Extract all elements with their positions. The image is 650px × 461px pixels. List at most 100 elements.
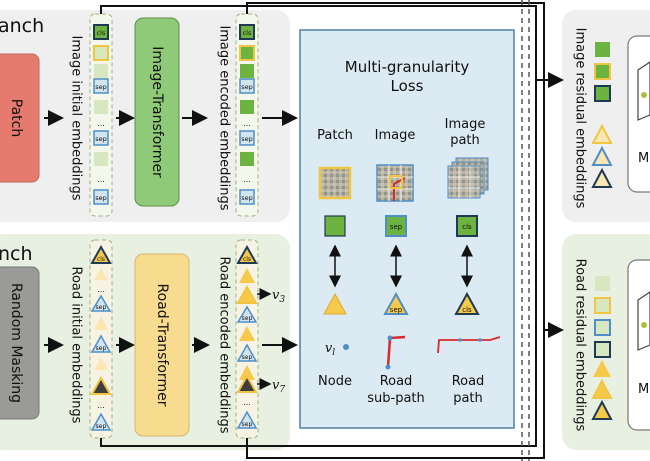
ellipsis: ... bbox=[243, 119, 251, 128]
residual-token bbox=[594, 85, 611, 102]
road-token bbox=[94, 357, 108, 370]
residual-token bbox=[593, 360, 611, 377]
ellipsis: ... bbox=[97, 401, 105, 410]
map-icon bbox=[637, 291, 650, 351]
masked-road-token bbox=[236, 373, 258, 393]
sep-token bbox=[93, 130, 109, 146]
residual-token bbox=[594, 341, 611, 358]
image-residual-tokens bbox=[591, 42, 613, 188]
map-icon bbox=[637, 61, 650, 121]
image-path-header-line1: Image bbox=[445, 117, 486, 132]
patch-token bbox=[94, 152, 108, 166]
image-branch-title: anch bbox=[0, 15, 44, 37]
residual-connection-road bbox=[246, 2, 545, 459]
sep-token bbox=[90, 294, 112, 312]
image-encoded-embeddings-label: Image encoded embeddings bbox=[217, 25, 232, 210]
patch-satellite-image bbox=[318, 166, 352, 200]
sep-token-label: sep bbox=[242, 421, 253, 428]
residual-token bbox=[591, 145, 613, 166]
patch-token bbox=[240, 100, 254, 114]
vl-label: vl bbox=[325, 341, 335, 358]
road-path-label-line1: Road bbox=[452, 374, 485, 389]
road-encoded-embeddings-label: Road encoded embeddings bbox=[217, 256, 232, 433]
road-path-drawing bbox=[437, 336, 501, 354]
road-path-label-line2: path bbox=[453, 391, 483, 406]
image-path-cls-label: cls bbox=[462, 223, 472, 231]
residual-connection-image bbox=[100, 5, 537, 447]
image-output-card bbox=[627, 35, 650, 193]
road-encoded-tokens: cls sep sep ... sep bbox=[236, 244, 258, 429]
road-sep-label: sep bbox=[390, 306, 403, 314]
road-node bbox=[385, 364, 391, 370]
residual-token bbox=[591, 123, 613, 144]
cls-token bbox=[93, 24, 109, 40]
road-path-cls-token bbox=[454, 291, 480, 315]
image-sep-token bbox=[385, 215, 407, 237]
cls-token-label: cls bbox=[243, 29, 252, 37]
random-masking-label: Random Masking bbox=[8, 283, 24, 403]
road-initial-embeddings-label: Road initial embeddings bbox=[69, 267, 84, 424]
sep-token-label: sep bbox=[95, 83, 107, 91]
image-residual-embeddings-label: Image residual embeddings bbox=[573, 28, 588, 209]
cls-token bbox=[90, 244, 112, 264]
sep-token-label: sep bbox=[241, 83, 253, 91]
map-pin-icon bbox=[641, 322, 647, 328]
sep-token bbox=[239, 130, 255, 146]
satellite-image bbox=[447, 165, 481, 199]
image-sep-label: sep bbox=[390, 223, 403, 231]
sep-token-label: sep bbox=[96, 345, 107, 352]
road-path-cls-label: cls bbox=[462, 306, 472, 314]
node-embedding-token bbox=[323, 292, 347, 315]
sep-token bbox=[239, 78, 255, 94]
sep-token-label: sep bbox=[241, 194, 253, 202]
road-subpath-label-line2: sub-path bbox=[367, 391, 425, 406]
road-node bbox=[478, 338, 482, 342]
patch-token bbox=[240, 152, 254, 166]
patch-token bbox=[239, 45, 255, 61]
cls-token-label: cls bbox=[243, 256, 251, 263]
cls-token-label: cls bbox=[97, 256, 105, 263]
sep-token-label: sep bbox=[96, 304, 107, 311]
grid-lines bbox=[448, 166, 480, 198]
road-branch-title: nch bbox=[0, 243, 33, 265]
sep-token-label: sep bbox=[95, 194, 107, 202]
road-token bbox=[239, 326, 255, 341]
patch-token bbox=[93, 45, 109, 61]
image-initial-token-column bbox=[89, 13, 113, 217]
sep-token-label: sep bbox=[241, 135, 253, 143]
cls-token-label: cls bbox=[97, 29, 106, 37]
image-path-cls-token bbox=[456, 215, 478, 237]
image-initial-embeddings-label: Image initial embeddings bbox=[69, 35, 84, 200]
random-masking-box bbox=[0, 266, 40, 420]
image-initial-tokens: cls ... sep ... sep ... sep bbox=[93, 24, 109, 205]
node-point bbox=[343, 344, 349, 350]
loss-panel-title-line1: Multi-granularity bbox=[345, 58, 470, 76]
image-transformer-block bbox=[134, 17, 180, 207]
patch-token bbox=[240, 64, 254, 78]
patch-header: Patch bbox=[317, 128, 353, 143]
sep-token bbox=[239, 189, 255, 205]
patch-box bbox=[0, 53, 40, 183]
road-transformer-block bbox=[134, 253, 190, 437]
sep-token bbox=[93, 78, 109, 94]
cls-token bbox=[236, 244, 258, 264]
image-transformer-label: Image-Transformer bbox=[149, 46, 165, 178]
road-token bbox=[94, 316, 108, 330]
sep-token bbox=[236, 305, 258, 323]
sep-token bbox=[90, 334, 112, 353]
sep-token-label: sep bbox=[242, 315, 253, 322]
residual-token bbox=[594, 63, 611, 80]
image-path-header-line2: path bbox=[450, 133, 480, 148]
road-output-card bbox=[627, 259, 650, 431]
road-node bbox=[387, 335, 393, 341]
residual-token bbox=[591, 378, 613, 399]
road-subpath-label-line1: Road bbox=[380, 374, 413, 389]
cls-token bbox=[239, 24, 255, 40]
masked-road-token bbox=[90, 375, 112, 395]
v3-label: v3 bbox=[272, 288, 285, 305]
loss-panel-title-line2: Loss bbox=[391, 77, 424, 95]
image-output-label: M bbox=[638, 151, 649, 166]
residual-token bbox=[595, 42, 610, 57]
